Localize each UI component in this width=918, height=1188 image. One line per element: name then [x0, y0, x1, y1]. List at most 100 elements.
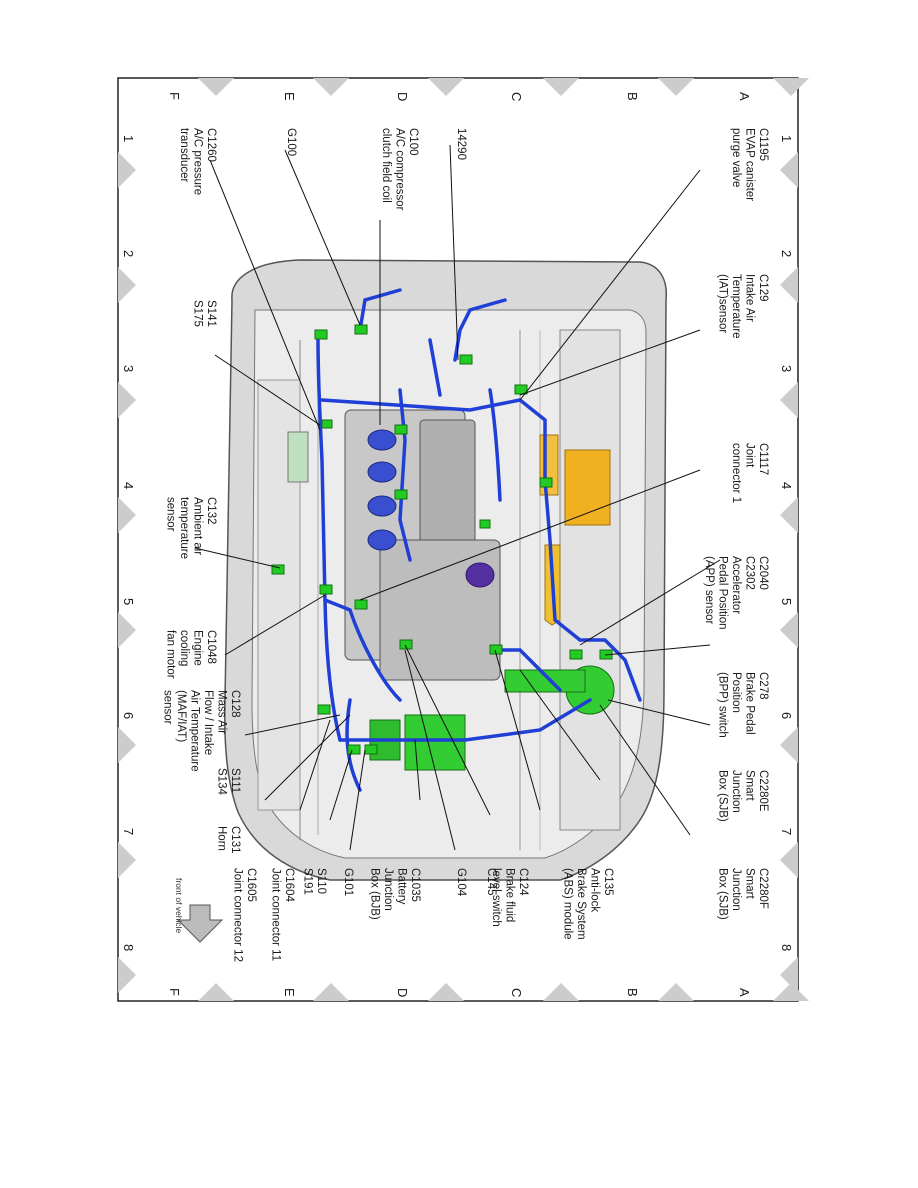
- callout-leader-lines: [194, 144, 721, 851]
- callout-c1035: C1035BatteryJunctionBox (BJB): [369, 868, 422, 920]
- callout-line: Flow / Intake: [202, 690, 214, 755]
- callout-line: C132: [205, 497, 217, 525]
- grid-marker-bottom: [658, 983, 694, 1001]
- grid-marker-bottom: [773, 983, 809, 1001]
- callout-line: Air Temperature: [189, 690, 201, 772]
- grid-marker-left: [118, 152, 136, 188]
- callout-line: fan motor: [165, 630, 177, 679]
- grid-number-right: 2: [779, 250, 794, 257]
- callout-line: C128: [229, 690, 241, 718]
- callout-c2040: C2040C2302AcceleratorPedal Position(APP)…: [703, 556, 769, 630]
- callout-line: Joint connector 11: [270, 868, 282, 961]
- callout-line: G101: [342, 868, 354, 896]
- grid-marker-left: [118, 382, 136, 418]
- callout-line: Joint: [744, 443, 756, 468]
- callout-line: Position: [730, 672, 742, 713]
- callout-g100: G100: [285, 128, 297, 156]
- callout-line: C100: [407, 128, 419, 156]
- callout-line: (APP) sensor: [703, 556, 715, 625]
- grid-marker-top: [198, 78, 234, 96]
- grid-marker-right: [780, 612, 798, 648]
- callout-c278: C278Brake PedalPosition(BPP) switch: [717, 672, 770, 738]
- callout-c131: C131Horn: [216, 826, 242, 854]
- grid-number-right: 5: [779, 598, 794, 605]
- grid-marker-left: [118, 497, 136, 533]
- callout-line: S110: [315, 868, 327, 894]
- grid-letter-top: A: [737, 92, 752, 101]
- grid-number-left: 1: [121, 135, 136, 142]
- callout-line: Joint connector 12: [232, 868, 244, 962]
- callout-line: C124: [517, 868, 529, 896]
- callout-line: C1117: [757, 443, 769, 475]
- callout-line: Junction: [382, 868, 394, 911]
- callout-line: Box (BJB): [369, 868, 381, 920]
- callout-line: Box (SJB): [717, 868, 729, 920]
- callout-p14290: 14290: [455, 128, 467, 160]
- grid-letter-bottom: E: [282, 988, 297, 997]
- callout-line: S175: [192, 300, 204, 327]
- callout-c2280e: C2280ESmartJunctionBox (SJB): [717, 770, 770, 822]
- grid-letter-bottom: D: [395, 988, 410, 997]
- grid-letter-bottom: F: [167, 988, 182, 996]
- callout-line: C1195: [757, 128, 769, 161]
- callout-line: sensor: [165, 497, 177, 532]
- battery-junction-box: [404, 714, 466, 771]
- callout-line: level switch: [490, 868, 502, 927]
- callout-c1605: C1605Joint connector 12: [232, 868, 258, 962]
- callout-line: Temperature: [730, 274, 742, 339]
- callout-line: EVAP canister: [744, 128, 756, 201]
- callout-line: C135: [602, 868, 614, 896]
- grid-letter-top: D: [395, 92, 410, 101]
- front-of-vehicle-label: front of vehicle: [174, 878, 184, 934]
- grid-letter-top: C: [509, 92, 524, 101]
- callout-c128: C128Mass AirFlow / IntakeAir Temperature…: [162, 690, 242, 772]
- grid-number-right: 7: [779, 828, 794, 835]
- callout-line: C2280F: [757, 868, 769, 909]
- grid-marker-top: [313, 78, 349, 96]
- callout-line: C145: [485, 868, 497, 896]
- grid-letter-bottom: C: [509, 988, 524, 997]
- callout-c2280f: C2280FSmartJunctionBox (SJB): [717, 868, 770, 920]
- callout-s141: S141S175: [192, 300, 218, 327]
- callout-c1117: C1117Jointconnector 1: [730, 443, 769, 503]
- callout-line: Smart: [744, 868, 756, 899]
- grid-number-left: 8: [121, 944, 136, 951]
- callout-s111: S111S134: [216, 768, 242, 795]
- callout-line: Brake Pedal: [744, 672, 756, 735]
- grid-marker-top: [658, 78, 694, 96]
- callout-line: C1604: [283, 868, 295, 902]
- callout-c1048: C1048Enginecoolingfan motor: [165, 630, 218, 679]
- callout-line: C278: [757, 672, 769, 700]
- grid-letter-top: E: [282, 92, 297, 101]
- grid-number-left: 2: [121, 250, 136, 257]
- vehicle-engine-compartment: [224, 259, 668, 881]
- grid-letter-bottom: A: [737, 988, 752, 997]
- callout-line: S134: [216, 768, 228, 795]
- callout-line: 14290: [455, 128, 467, 160]
- orange-module: [564, 449, 611, 526]
- callout-c100: C100A/C compressorclutch field coil: [380, 128, 419, 211]
- callout-line: Smart: [744, 770, 756, 801]
- callout-line: Junction: [730, 770, 742, 813]
- callout-line: Ambient air: [192, 497, 204, 555]
- callout-c135: C135Anti-lockBrake System(ABS) module: [562, 868, 615, 940]
- grid-markers: [118, 78, 809, 1001]
- callout-s110: S110S191: [302, 868, 328, 895]
- callout-line: Horn: [216, 826, 228, 851]
- callout-line: Brake fluid: [504, 868, 516, 922]
- grid-number-right: 3: [779, 365, 794, 372]
- callout-line: (BPP) switch: [717, 672, 729, 738]
- grid-letter-bottom: B: [625, 988, 640, 997]
- grid-marker-top: [543, 78, 579, 96]
- grid-marker-left: [118, 957, 136, 993]
- callout-line: C2040: [757, 556, 769, 590]
- callout-line: Brake System: [575, 868, 587, 940]
- callout-g104: G104: [455, 868, 467, 897]
- callout-line: transducer: [178, 128, 190, 183]
- callout-line: Pedal Position: [717, 556, 729, 630]
- callout-labels: C1195EVAP canisterpurge valveC129Intake …: [162, 128, 770, 962]
- callout-line: Junction: [730, 868, 742, 911]
- grid-marker-bottom: [313, 983, 349, 1001]
